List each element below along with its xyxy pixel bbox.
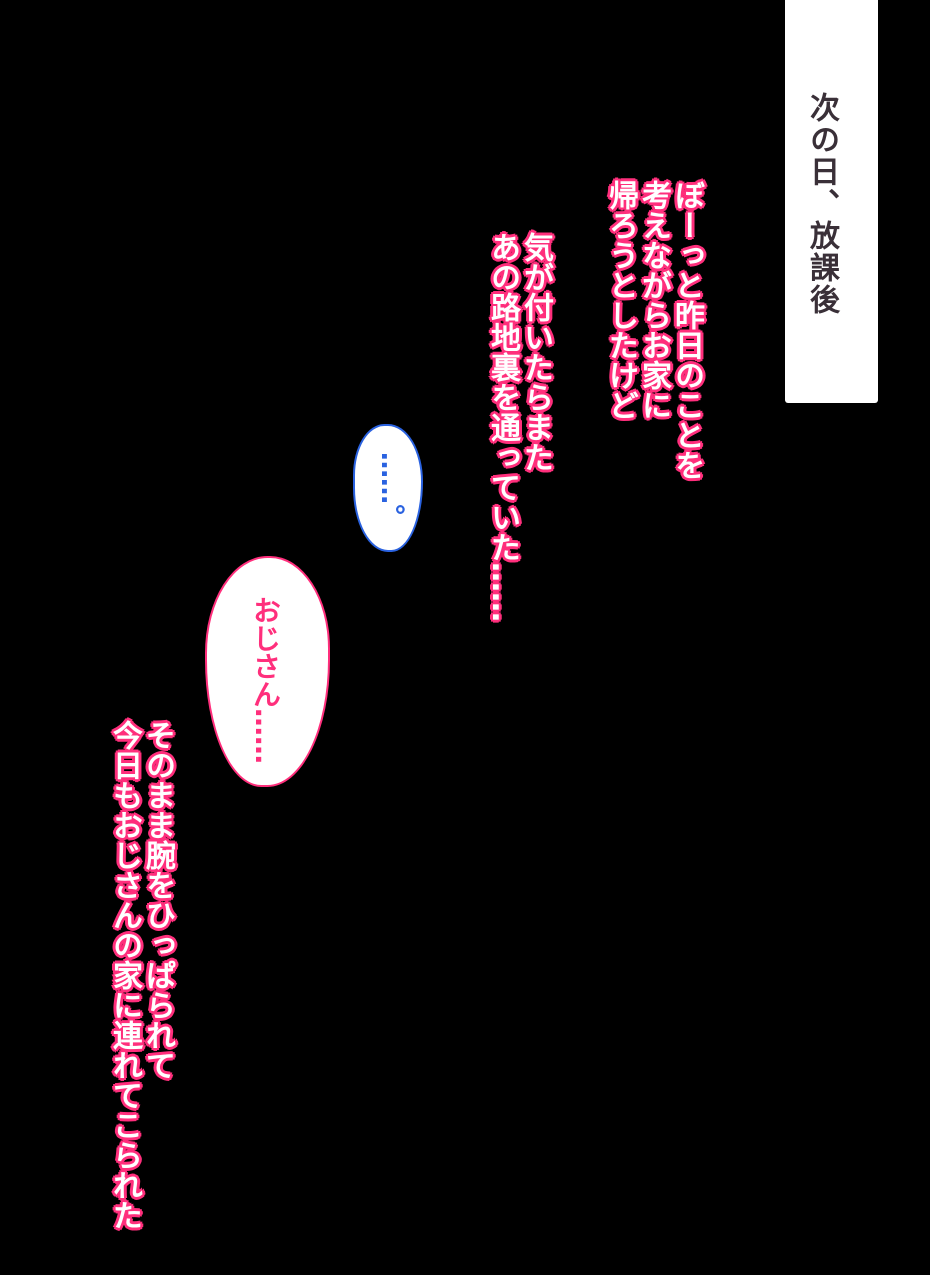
narration-line: 考えながらお家に (636, 180, 671, 420)
narration-line: 気が付いたらまた (518, 232, 553, 472)
speech-bubble-silent: ……。 (353, 424, 423, 552)
caption-box: 次の日、放課後 (785, 0, 878, 403)
narration-line: 帰ろうとしたけど (603, 180, 638, 420)
speech-text: ……。 (375, 452, 405, 530)
speech-text: おじさん…… (249, 596, 282, 764)
narration-line: そのまま腕をひっぱられて (140, 720, 175, 1080)
speech-bubble-ojisan: おじさん…… (205, 556, 330, 787)
narration-line: あの路地裏を通っていた…… (485, 232, 520, 622)
caption-text: 次の日、放課後 (804, 92, 839, 316)
narration-line: ぼーっと昨日のことを (669, 180, 704, 480)
narration-line: 今日もおじさんの家に連れてこられた (107, 720, 142, 1230)
